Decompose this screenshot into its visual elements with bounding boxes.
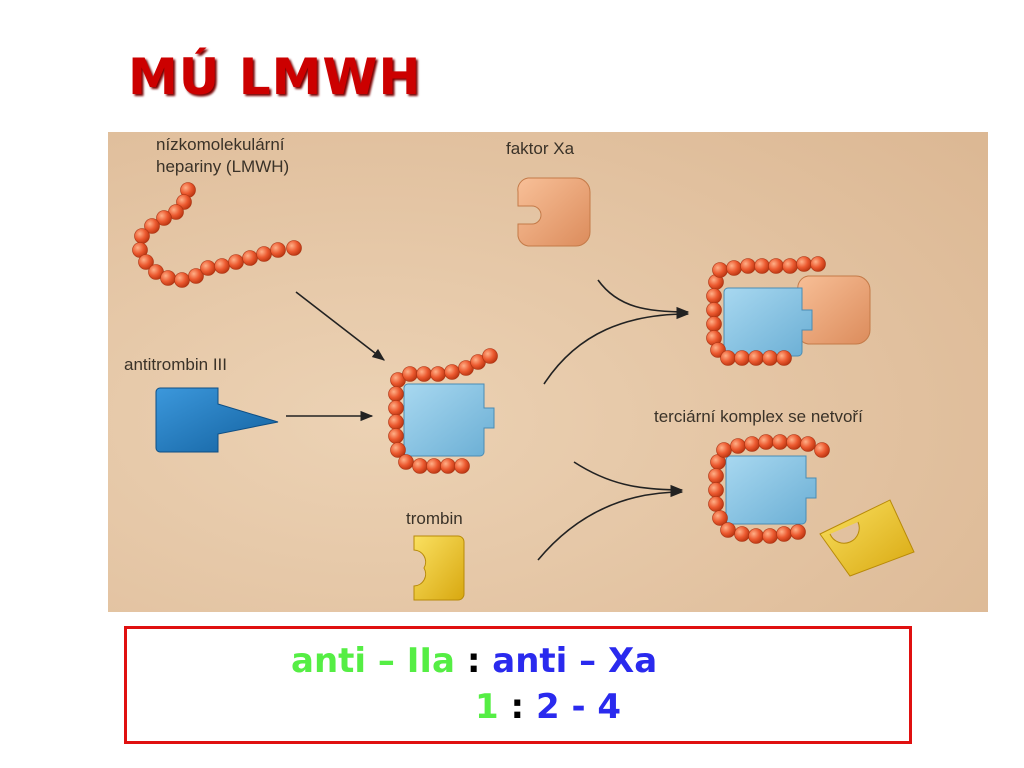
anti-xa-label: anti – Xa	[492, 641, 658, 681]
label-lmwh-line2: hepariny (LMWH)	[156, 157, 289, 176]
ratio-value-separator: :	[510, 687, 525, 727]
at-lmwh-complex-icon	[388, 348, 498, 474]
slide-title: MÚ LMWH	[128, 48, 422, 106]
xa-ternary-complex-icon	[706, 256, 871, 366]
anti-iia-label: anti – IIa	[291, 641, 455, 681]
label-factor-xa: faktor Xa	[506, 139, 575, 158]
label-antithrombin: antitrombin III	[124, 355, 227, 374]
lmwh-mechanism-diagram: nízkomolekulární hepariny (LMWH) faktor …	[108, 132, 988, 612]
ratio-line-1: anti – IIa : anti – Xa	[291, 641, 657, 681]
label-thrombin: trombin	[406, 509, 463, 528]
thrombin-icon	[413, 535, 465, 601]
ratio-box: anti – IIa : anti – Xa 1 : 2 - 4	[124, 626, 912, 744]
thrombin-no-complex-icon	[708, 434, 915, 577]
anti-xa-value: 2 - 4	[535, 687, 622, 727]
diagram-svg: nízkomolekulární hepariny (LMWH) faktor …	[108, 132, 988, 612]
factor-xa-icon	[517, 177, 591, 247]
label-lmwh-line1: nízkomolekulární	[156, 135, 285, 154]
ratio-separator: :	[466, 641, 481, 681]
anti-iia-value: 1	[475, 687, 499, 727]
antithrombin-icon	[155, 387, 279, 453]
pathway-arrows	[286, 279, 690, 561]
label-no-complex: terciární komplex se netvoří	[654, 407, 863, 426]
ratio-line-2: 1 : 2 - 4	[475, 687, 621, 727]
